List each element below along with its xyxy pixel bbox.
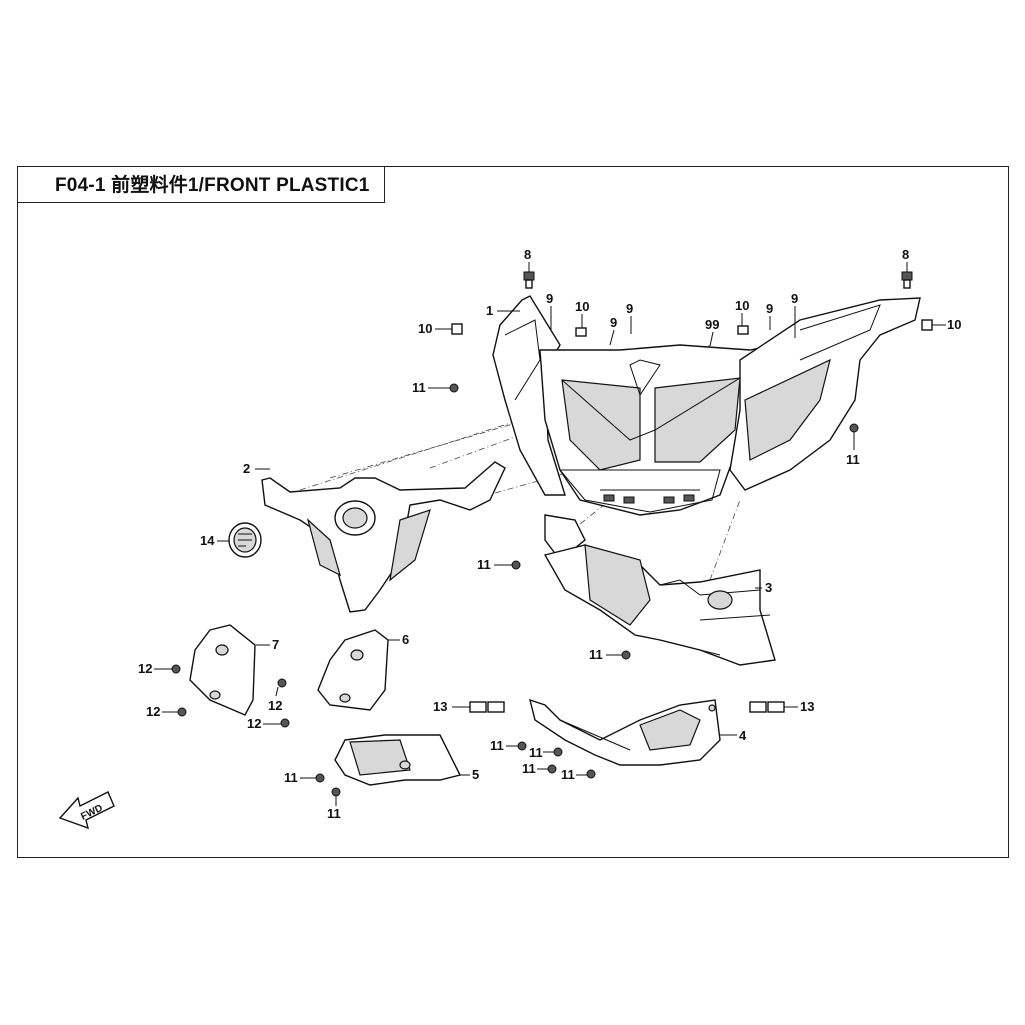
part-5-lower-skid <box>334 734 462 786</box>
callout-6: 6 <box>402 632 409 647</box>
page-title: F04-1 前塑料件1/FRONT PLASTIC1 <box>55 175 370 196</box>
callout-9: 9 <box>766 301 773 316</box>
part-3-lower-guard <box>543 514 776 666</box>
callout-10: 10 <box>735 298 749 313</box>
part-6-right-panel <box>317 629 389 711</box>
callout-labels: 8 8 1 9 10 9 9 99 10 9 9 10 10 11 11 2 1… <box>138 247 961 821</box>
callout-12: 12 <box>146 704 160 719</box>
part-7-left-panel <box>189 624 256 716</box>
callout-13: 13 <box>433 699 447 714</box>
callout-12: 12 <box>138 661 152 676</box>
callout-11: 11 <box>327 806 341 821</box>
callout-10: 10 <box>575 299 589 314</box>
callout-8-left: 8 <box>524 247 531 262</box>
part-4-lower-bracket <box>529 698 721 766</box>
part-14-emblem <box>228 522 262 558</box>
callout-11: 11 <box>477 557 491 572</box>
callout-11: 11 <box>490 738 504 753</box>
pushpin-8-right <box>901 271 913 289</box>
pushpin-8-left <box>523 271 535 289</box>
callout-4: 4 <box>739 728 747 743</box>
callout-11: 11 <box>846 452 860 467</box>
callout-11: 11 <box>589 647 603 662</box>
callout-11: 11 <box>561 767 575 782</box>
callout-3: 3 <box>765 580 772 595</box>
callout-11: 11 <box>284 770 298 785</box>
nut-10-mid-left <box>575 327 587 337</box>
callout-9: 9 <box>546 291 553 306</box>
fwd-arrow-icon: FWD <box>58 791 115 830</box>
callout-9: 9 <box>610 315 617 330</box>
callout-10: 10 <box>418 321 432 336</box>
clip-13-right <box>749 701 785 713</box>
part-2-upper-fender <box>261 461 506 613</box>
part-1-front-fascia <box>492 295 921 516</box>
callout-2: 2 <box>243 461 250 476</box>
nut-10-mid-right <box>737 325 749 335</box>
callout-9: 9 <box>626 301 633 316</box>
nut-10-left <box>451 323 463 335</box>
callout-12: 12 <box>268 698 282 713</box>
callout-13: 13 <box>800 699 814 714</box>
callout-8-right: 8 <box>902 247 909 262</box>
clip-13-left <box>469 701 505 713</box>
callout-1: 1 <box>486 303 493 318</box>
title-box <box>17 166 385 203</box>
callout-7: 7 <box>272 637 279 652</box>
nut-10-right <box>921 319 933 331</box>
callout-11: 11 <box>522 761 536 776</box>
callout-5: 5 <box>472 767 479 782</box>
callout-11: 11 <box>529 745 543 760</box>
leader-lines <box>154 262 946 806</box>
callout-10: 10 <box>947 317 961 332</box>
callout-9: 9 <box>791 291 798 306</box>
diagram-frame <box>17 166 1009 858</box>
callout-14: 14 <box>200 533 215 548</box>
callout-11: 11 <box>412 380 426 395</box>
callout-99: 99 <box>705 317 719 332</box>
callout-12: 12 <box>247 716 261 731</box>
